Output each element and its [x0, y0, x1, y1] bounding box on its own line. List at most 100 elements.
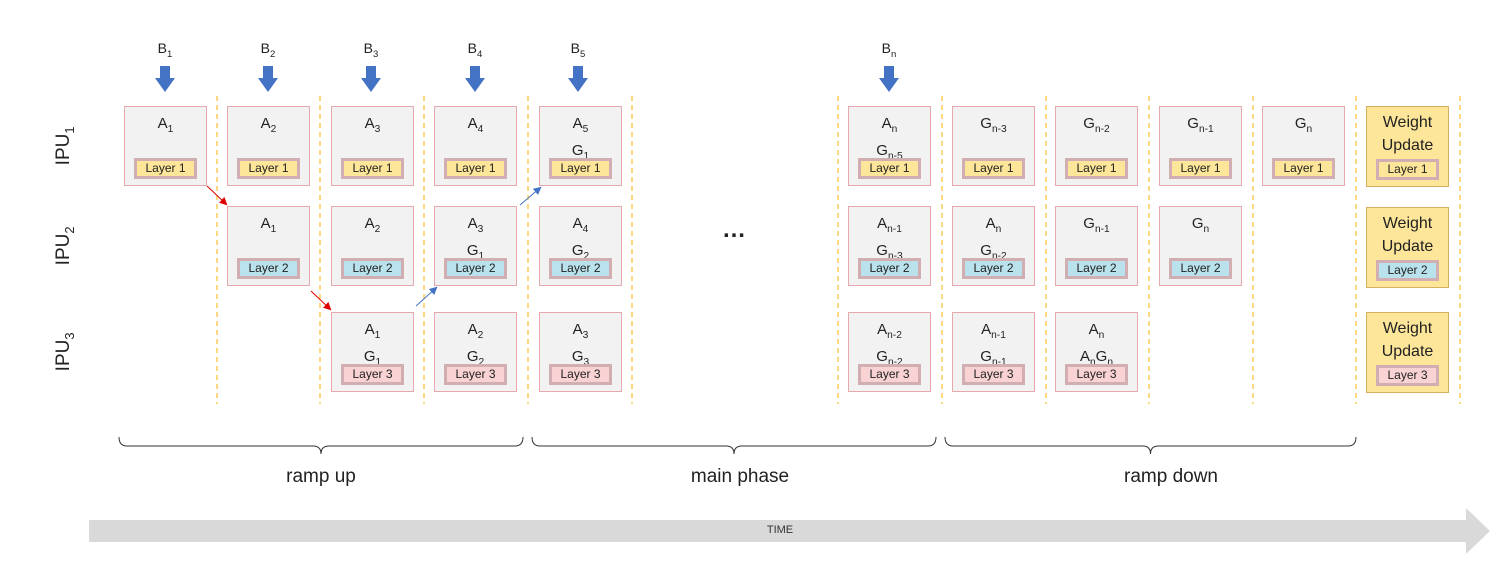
op-line: Gn-2 [849, 346, 930, 373]
label-subscript: n-1 [991, 357, 1007, 368]
op-line: A1 [228, 213, 309, 240]
label-base: A [364, 321, 375, 338]
label-subscript: n-1 [1198, 124, 1214, 135]
time-arrow [89, 508, 1490, 554]
layer-tag: Layer 1 [858, 158, 921, 179]
label-base: G [1095, 348, 1108, 365]
op-line: A2 [228, 113, 309, 140]
batch-label-3: B3 [351, 40, 391, 60]
label-subscript: 1 [478, 251, 485, 262]
backward-arrow-1 [415, 286, 438, 307]
label-subscript: n [1090, 357, 1096, 368]
op-line: An-1 [953, 319, 1034, 346]
label-base: G [980, 242, 992, 259]
label-subscript: 3 [583, 357, 590, 368]
layer-tag: Layer 2 [858, 258, 921, 279]
label-subscript: 5 [580, 48, 586, 60]
slot-ops: A2 [228, 113, 309, 140]
label-subscript: 3 [477, 224, 484, 235]
label-subscript: 1 [270, 224, 277, 235]
layer-tag: Layer 1 [1169, 158, 1232, 179]
forward-arrow-2 [310, 290, 332, 311]
label-subscript: n [995, 224, 1002, 235]
layer-tag: Layer 1 [549, 158, 612, 179]
brace-ramp-down [944, 436, 1357, 455]
label-subscript: n-2 [991, 251, 1007, 262]
op-line: Gn-2 [1056, 113, 1137, 140]
layer-tag: Layer 1 [237, 158, 300, 179]
label-base: A [364, 115, 375, 132]
label-base: A [157, 115, 168, 132]
layer-tag: Layer 1 [341, 158, 404, 179]
label-base: A [260, 215, 271, 232]
op-line: Gn-2 [953, 240, 1034, 267]
label-base: A [881, 115, 892, 132]
label-base: G [1083, 215, 1095, 232]
layer-tag: Layer 3 [444, 364, 507, 385]
label-base: B [467, 40, 478, 56]
label-base: G [571, 348, 584, 365]
label-base: A [364, 215, 375, 232]
label-base: A [985, 215, 996, 232]
batch-label-2: B2 [248, 40, 288, 60]
label-subscript: n-1 [887, 224, 902, 235]
label-base: A [467, 115, 478, 132]
batch-down-arrow-6 [879, 66, 899, 92]
label-subscript: n [1098, 330, 1105, 341]
label-subscript: n-2 [1094, 124, 1110, 135]
slot-ops: A2 [332, 213, 413, 240]
batch-label-6: Bn [869, 40, 909, 60]
op-line: Gn-1 [953, 346, 1034, 373]
layer-tag: Layer 3 [1065, 364, 1128, 385]
layer-tag: Layer 2 [341, 258, 404, 279]
label-subscript: n-3 [991, 124, 1007, 135]
weight-update-line2: Update [1381, 238, 1434, 255]
op-line: Gn-5 [849, 140, 930, 167]
op-line: A1 [125, 113, 206, 140]
op-line: A4 [435, 113, 516, 140]
op-line: A1 [332, 319, 413, 346]
batch-down-arrow-5 [568, 66, 588, 92]
label-base: A [1079, 348, 1090, 365]
batch-down-arrow-2 [258, 66, 278, 92]
op-line: G3 [540, 346, 621, 373]
label-subscript: 1 [61, 126, 77, 134]
label-base: G [571, 142, 584, 159]
layer-tag: Layer 1 [1065, 158, 1128, 179]
label-base: A [467, 321, 478, 338]
label-base: IPU [53, 233, 75, 266]
layer-tag: Layer 2 [444, 258, 507, 279]
label-subscript: 2 [478, 357, 485, 368]
label-subscript: 2 [374, 224, 381, 235]
label-base: IPU [53, 339, 75, 372]
label-base: G [571, 242, 584, 259]
weight-update-line1: Weight [1382, 320, 1433, 337]
label-base: G [876, 142, 888, 159]
brace-ramp-up [118, 436, 524, 455]
label-base: G [1187, 115, 1199, 132]
op-line: Gn-1 [1160, 113, 1241, 140]
label-subscript: 2 [477, 330, 484, 341]
label-base: B [881, 40, 892, 56]
label-subscript: n [1107, 357, 1114, 368]
batch-label-1: B1 [145, 40, 185, 60]
